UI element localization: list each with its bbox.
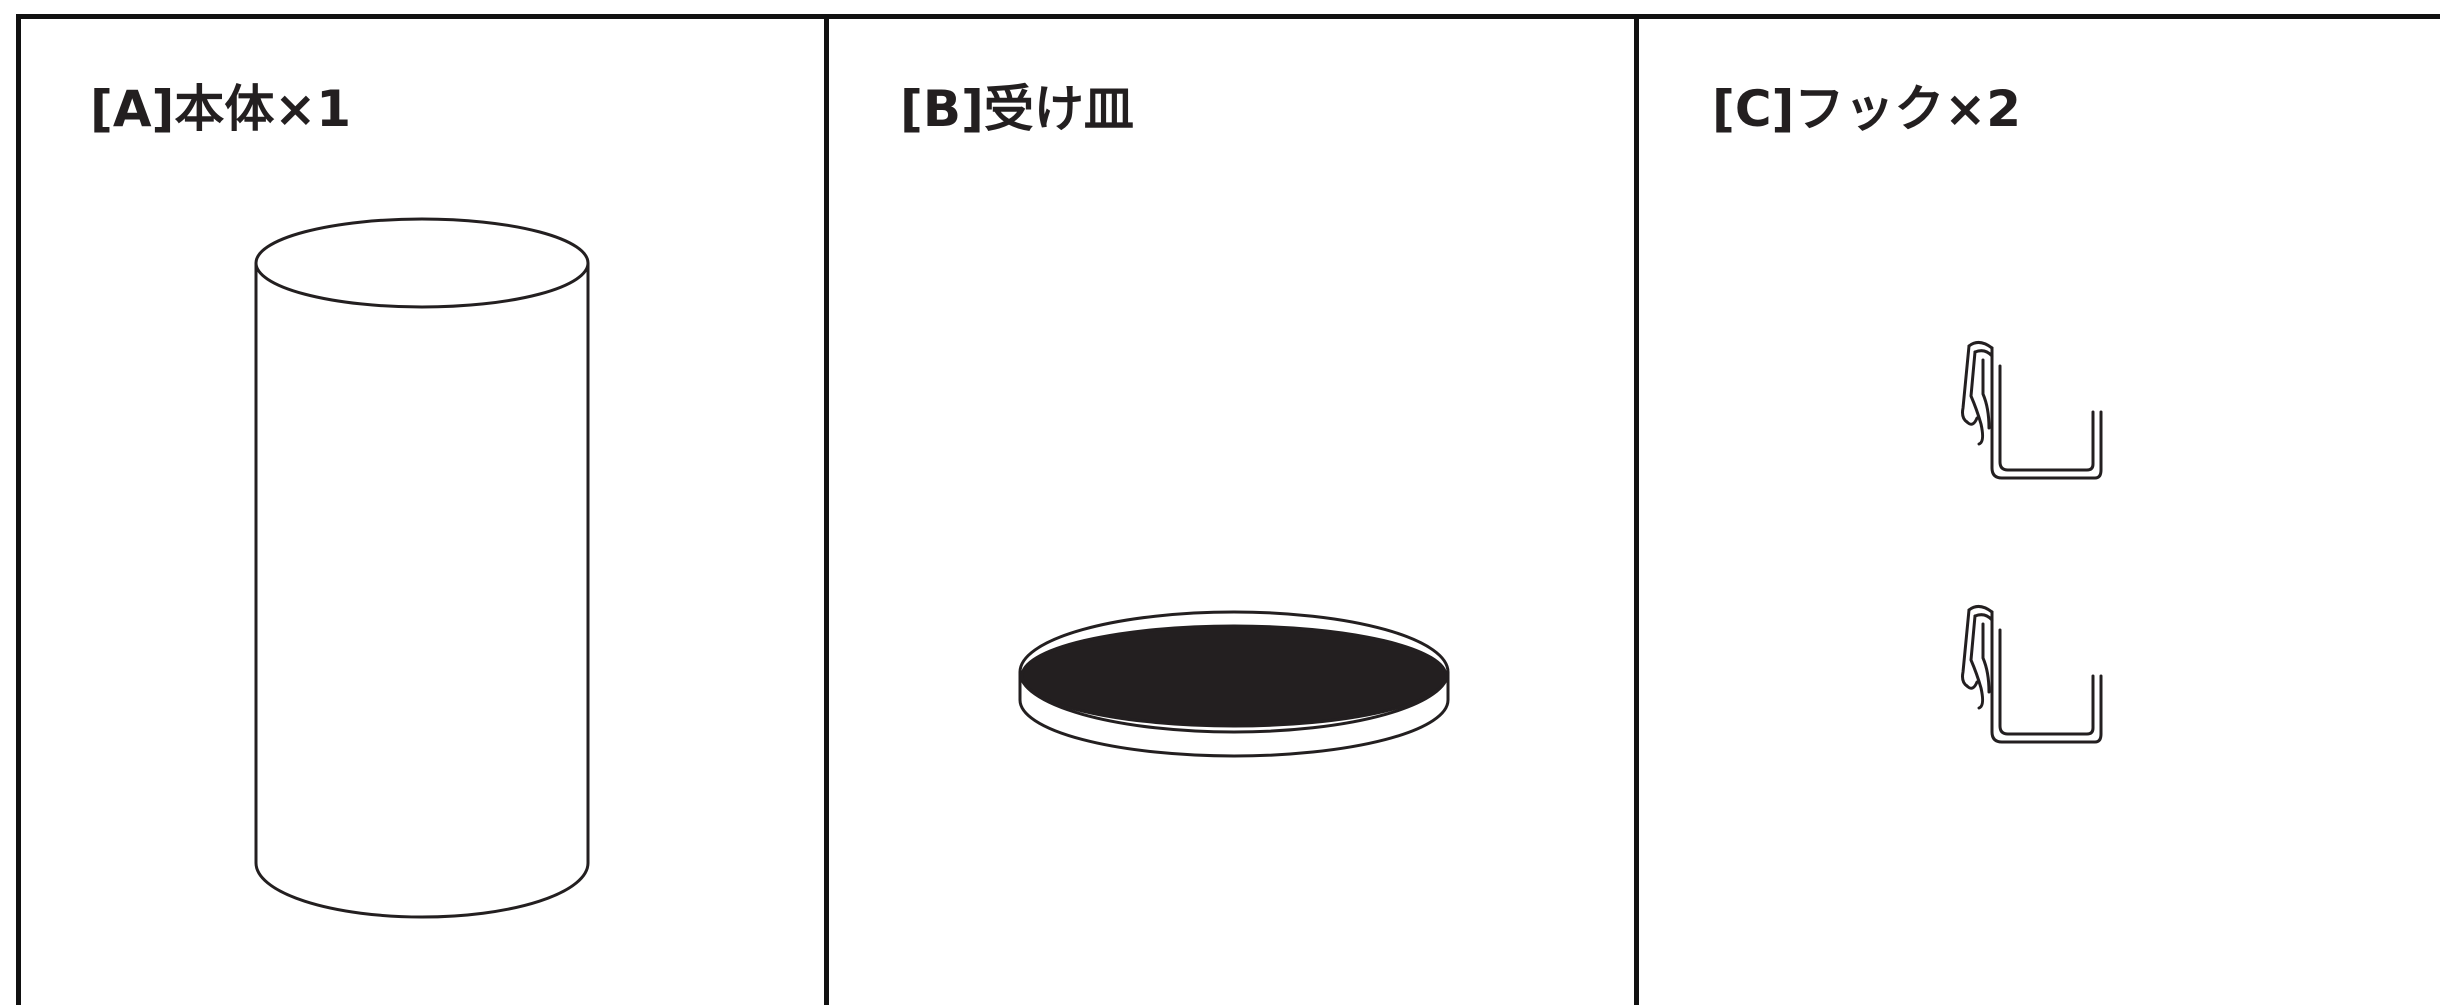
saucer-icon [1018, 610, 1450, 758]
panel-a-label: [A]本体×1 [90, 80, 352, 138]
panel-divider-b-c [1634, 14, 1639, 1005]
panel-divider-a-b [824, 14, 829, 1005]
frame-left-border [16, 14, 21, 1005]
hook-icon-bottom [1961, 605, 2103, 744]
frame-top-border [16, 14, 2440, 19]
panel-b-label: [B]受け皿 [900, 80, 1134, 138]
panel-c-label: [C]フック×2 [1712, 80, 2022, 138]
cylinder-icon [254, 217, 590, 919]
hook-icon-top [1961, 341, 2103, 480]
